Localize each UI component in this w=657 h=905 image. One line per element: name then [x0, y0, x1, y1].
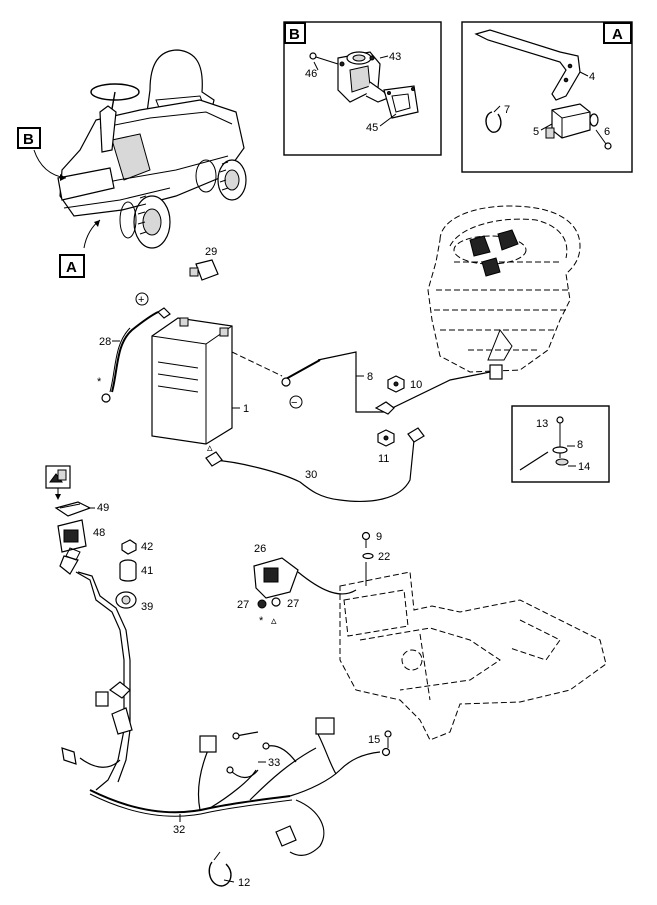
connector-part-29 — [189, 259, 219, 281]
detail-b-letter: B — [289, 26, 300, 43]
label-29: 29 — [205, 246, 217, 258]
detail-b-letter-frame — [284, 22, 306, 44]
nut-part-11 — [377, 429, 395, 447]
detail-a-letter: A — [612, 26, 623, 43]
ref-b-letter-frame — [17, 127, 41, 149]
positive-terminal-symbol — [135, 292, 149, 306]
label-27-right: 27 — [287, 598, 299, 610]
detail-box-bolt — [511, 405, 610, 483]
label-1: 1 — [243, 403, 249, 415]
label-42: 42 — [141, 541, 153, 553]
label-14: 14 — [578, 461, 590, 473]
label-8: 8 — [367, 371, 373, 383]
label-13: 13 — [536, 418, 548, 430]
cable-tie-part-12 — [208, 851, 232, 887]
detail-box-a: A 4 5 6 7 — [461, 21, 633, 173]
minus-symbol: − — [291, 397, 297, 409]
detail-box-b: B 43 46 45 — [283, 21, 442, 156]
screw-part-9 — [361, 531, 371, 548]
ignition-part-39 — [115, 591, 137, 609]
triangle-symbol-27: ▵ — [271, 615, 277, 627]
chassis-illustration — [339, 571, 607, 741]
nut-part-42 — [121, 539, 137, 555]
battery-part-1 — [151, 317, 233, 445]
switch-cover-part-49 — [54, 501, 92, 517]
label-49: 49 — [97, 502, 109, 514]
label-33: 33 — [268, 757, 280, 769]
plus-symbol: + — [138, 294, 144, 306]
label-26: 26 — [254, 543, 266, 555]
screw-part-27 — [257, 597, 281, 609]
label-15: 15 — [368, 734, 380, 746]
switch-icon-box — [45, 465, 71, 500]
ref-a-letter-frame — [59, 254, 85, 278]
washer-part-22 — [362, 552, 374, 560]
detail-a-letter-frame — [603, 22, 632, 44]
positive-cable-part-28 — [101, 307, 171, 403]
screw-part-6 — [595, 129, 612, 150]
label-12: 12 — [238, 877, 250, 889]
negative-cable-part-8 — [231, 351, 491, 415]
label-11: 11 — [378, 453, 389, 465]
asterisk-symbol-28: * — [97, 376, 102, 388]
label-48: 48 — [93, 527, 105, 539]
label-39: 39 — [141, 601, 153, 613]
ignition-switch-part-43 — [337, 51, 389, 103]
label-45: 45 — [366, 122, 378, 134]
engine-illustration — [427, 205, 581, 380]
label-4: 4 — [589, 71, 595, 83]
label-8-detail: 8 — [577, 439, 583, 451]
label-41: 41 — [141, 565, 153, 577]
mower-illustration — [33, 49, 247, 249]
ground-cable-part-30 — [205, 427, 425, 502]
ref-a-letter: A — [66, 259, 77, 276]
label-22: 22 — [378, 551, 390, 563]
switch-part-41 — [119, 559, 137, 582]
asterisk-symbol-27: * — [259, 615, 264, 627]
label-5: 5 — [533, 126, 539, 138]
screw-part-15 — [384, 730, 392, 748]
label-32: 32 — [173, 824, 185, 836]
triangle-symbol-30: ▵ — [207, 442, 213, 454]
ref-b-letter: B — [23, 131, 34, 148]
label-28: 28 — [99, 336, 111, 348]
screw-part-46 — [309, 52, 339, 65]
label-27-left: 27 — [237, 599, 249, 611]
safety-switch-part-5 — [545, 103, 599, 139]
label-43: 43 — [389, 51, 401, 63]
label-46: 46 — [305, 68, 317, 80]
bracket-part-4 — [474, 29, 581, 101]
gasket-part-45 — [383, 85, 419, 119]
label-7: 7 — [504, 104, 510, 116]
label-30: 30 — [305, 469, 317, 481]
label-9: 9 — [376, 531, 382, 543]
label-6: 6 — [604, 126, 610, 138]
rocker-switch-part-48 — [57, 519, 87, 553]
wiring-harness-part-32 — [59, 547, 391, 856]
cable-tie-part-7 — [485, 105, 502, 133]
negative-terminal-symbol — [289, 395, 303, 409]
nut-part-10 — [387, 375, 405, 393]
label-10: 10 — [410, 379, 422, 391]
bracket-part-26 — [253, 557, 357, 599]
